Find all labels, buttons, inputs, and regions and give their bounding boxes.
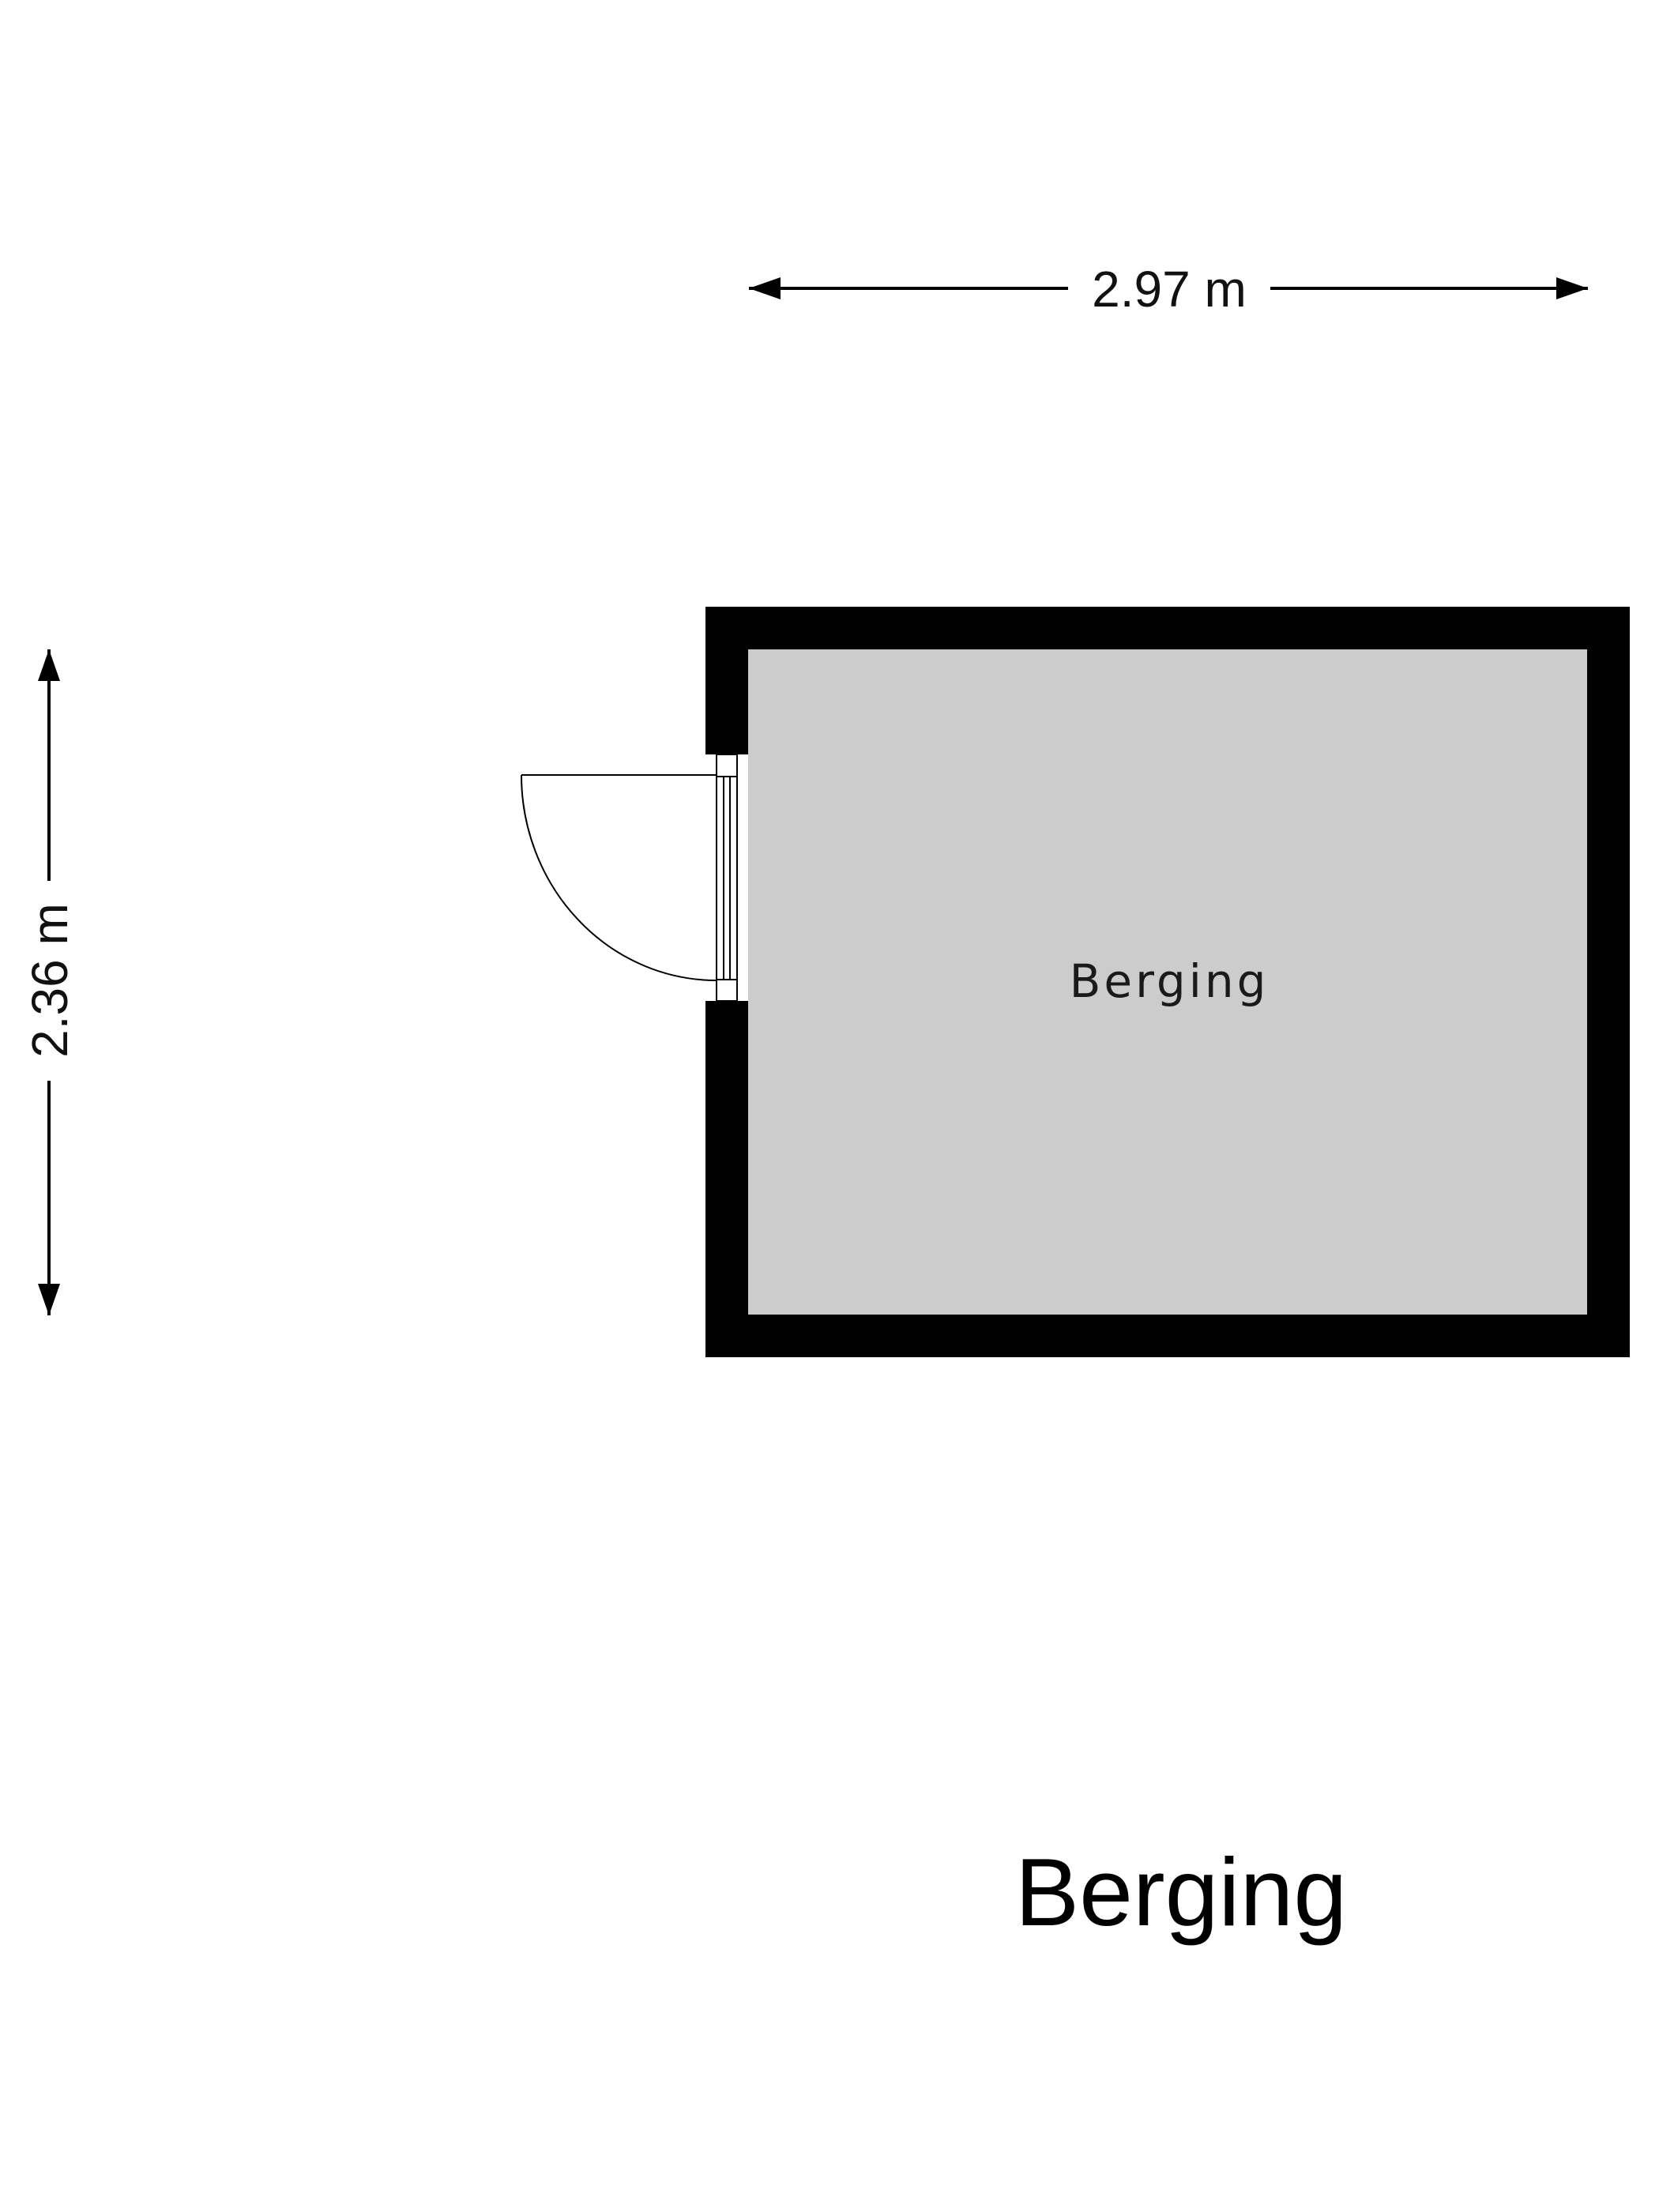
- room-label: Berging: [1070, 954, 1270, 1008]
- room-floor: [748, 649, 1587, 1315]
- door-jamb-top: [716, 754, 738, 777]
- width-arrow-left-icon: [749, 277, 781, 299]
- width-arrow-right-icon: [1556, 277, 1588, 299]
- depth-arrow-top-icon: [38, 649, 60, 681]
- plan-title: Berging: [1015, 1838, 1348, 1946]
- door-jamb-bottom: [716, 979, 738, 1002]
- depth-dimension-label: 2.36 m: [21, 903, 78, 1058]
- width-dimension-label: 2.97 m: [1092, 261, 1247, 318]
- depth-dimension: 2.36 m: [21, 649, 78, 1315]
- depth-arrow-bottom-icon: [38, 1284, 60, 1315]
- door-swing-arc: [521, 774, 717, 981]
- door-frame: [716, 776, 738, 980]
- width-dimension: 2.97 m: [749, 261, 1588, 318]
- door: [521, 754, 738, 1002]
